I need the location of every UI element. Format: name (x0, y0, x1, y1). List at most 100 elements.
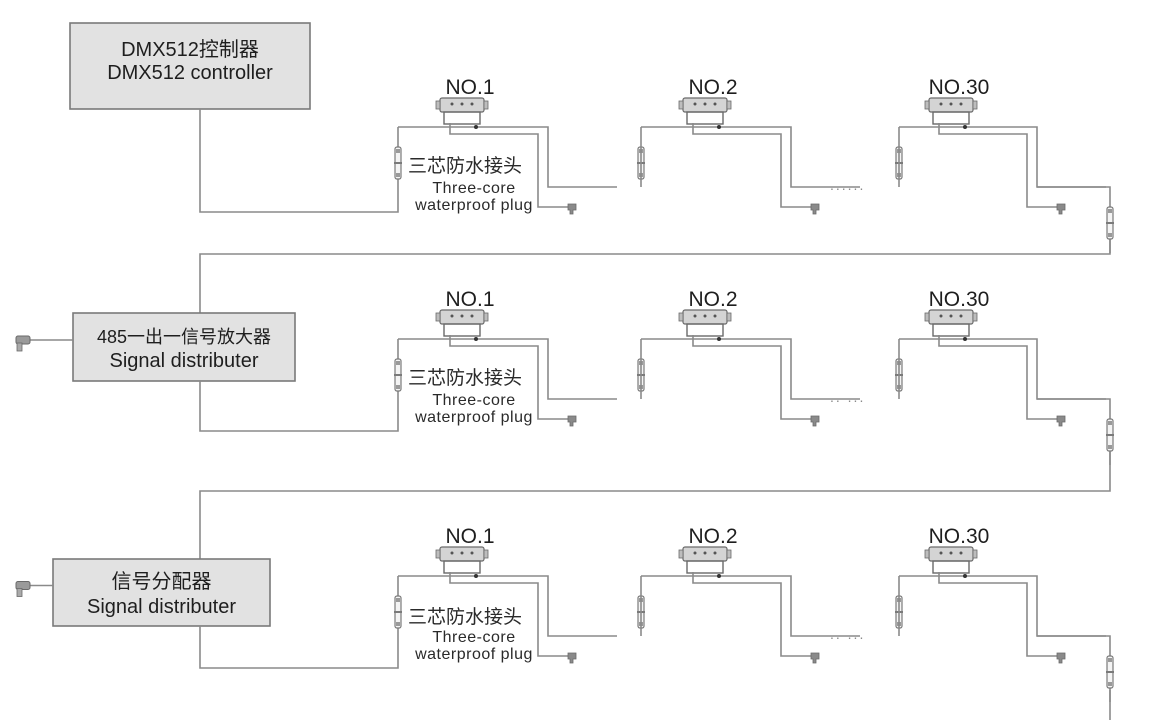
led-fixture-icon (924, 546, 978, 574)
fixture-bracket-left (924, 100, 930, 110)
fixture-lead (938, 335, 1057, 420)
output-wire (1037, 398, 1111, 465)
plug-pin (16, 588, 23, 597)
led-fixture-icon (435, 309, 489, 337)
fixture-1: NO.1 (394, 288, 617, 427)
fixture-base (443, 560, 481, 574)
led-fixture-icon (678, 546, 732, 574)
fixture-screw (460, 314, 464, 318)
end-terminator-icon (810, 652, 820, 664)
fixture-screw (470, 551, 474, 555)
junction-dot (717, 125, 721, 129)
fixture-screw (450, 551, 454, 555)
fixture-bracket-right (483, 312, 489, 322)
through-wire (899, 575, 1106, 637)
fixture-3: NO.30 (895, 525, 1106, 664)
fixture-1: NO.1 (394, 76, 617, 215)
fixture-screw (460, 102, 464, 106)
fixture-label: NO.1 (445, 525, 494, 548)
fixture-screw (939, 102, 943, 106)
waterproof-connector-icon (394, 595, 402, 629)
fixture-bracket-left (678, 100, 684, 110)
fixture-bracket-right (483, 100, 489, 110)
junction-dot (963, 337, 967, 341)
fixture-bracket-right (972, 100, 978, 110)
fixture-bracket-left (435, 312, 441, 322)
fixture-screw (949, 102, 953, 106)
fixture-label: NO.2 (688, 76, 737, 99)
plug-label-en-2: waterproof plug (414, 409, 533, 426)
fixture-screw (949, 314, 953, 318)
controller-box (69, 22, 311, 110)
led-fixture-icon (924, 309, 978, 337)
waterproof-connector-icon (1106, 206, 1114, 240)
terminator-shape (810, 203, 820, 215)
controller-signal-distributor: 信号分配器 Signal distributer (15, 558, 271, 627)
through-wire (398, 575, 617, 637)
connector-cap-top (1108, 209, 1112, 213)
input-wire (199, 109, 399, 213)
led-fixture-icon (924, 97, 978, 125)
controller-label-en: Signal distributer (87, 596, 236, 618)
fixture-screw (959, 314, 963, 318)
fixture-2: NO.2 (637, 288, 860, 427)
junction-dot (717, 574, 721, 578)
terminator-shape (1056, 415, 1066, 427)
controller-label-en: Signal distributer (110, 350, 259, 372)
fixture-lead (938, 123, 1057, 208)
fixture-3: NO.30 (895, 76, 1106, 215)
controller-label-cn: 信号分配器 (112, 570, 212, 593)
plug-body (15, 581, 31, 590)
fixture-lead (449, 335, 568, 420)
fixture-bracket-left (924, 549, 930, 559)
terminator-shape (567, 415, 577, 427)
waterproof-connector-icon (394, 146, 402, 180)
fixture-label: NO.1 (445, 288, 494, 311)
junction-dot (963, 125, 967, 129)
through-wire (398, 126, 617, 188)
plug-label-en-2: waterproof plug (414, 646, 533, 663)
junction-dot (474, 337, 478, 341)
fixture-screw (713, 102, 717, 106)
end-terminator-icon (810, 203, 820, 215)
daisy-chain-wire-2 (199, 452, 1111, 559)
power-plug-icon (15, 335, 31, 352)
through-wire (641, 575, 860, 637)
junction-dot (474, 574, 478, 578)
fixture-2: NO.2 (637, 76, 860, 215)
fixture-bracket-left (435, 549, 441, 559)
connector-cap-bottom (1108, 682, 1112, 686)
plug-label-cn: 三芯防水接头 (408, 606, 522, 628)
led-fixture-icon (678, 309, 732, 337)
plug-label-cn: 三芯防水接头 (408, 367, 522, 389)
fixture-lead (938, 572, 1057, 657)
terminator-shape (1056, 652, 1066, 664)
plug-label-cn: 三芯防水接头 (408, 155, 522, 177)
fixture-screw (959, 102, 963, 106)
through-wire (641, 338, 860, 400)
fixture-bracket-left (678, 549, 684, 559)
fixture-base (443, 323, 481, 337)
fixture-bracket-right (726, 100, 732, 110)
fixture-bracket-right (483, 549, 489, 559)
fixture-base (932, 560, 970, 574)
connector-cap-top (396, 149, 400, 153)
fixture-label: NO.2 (688, 525, 737, 548)
end-terminator-icon (1056, 652, 1066, 664)
through-wire (899, 126, 1106, 188)
fixture-lead (449, 572, 568, 657)
fixture-screw (450, 314, 454, 318)
fixture-screw (703, 551, 707, 555)
connector-cap-top (396, 598, 400, 602)
fixture-screw (713, 314, 717, 318)
waterproof-connector-icon (394, 358, 402, 392)
fixture-lead (692, 335, 811, 420)
fixture-screw (693, 314, 697, 318)
waterproof-connector-icon (1106, 418, 1114, 452)
fixture-screw (703, 314, 707, 318)
fixture-label: NO.30 (929, 288, 990, 311)
